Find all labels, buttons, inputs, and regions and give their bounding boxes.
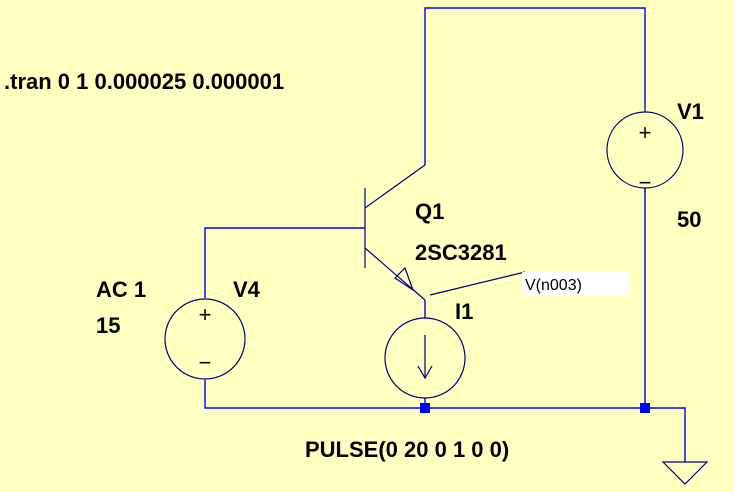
q1-model-label[interactable]: 2SC3281 <box>415 240 507 265</box>
spice-directive[interactable]: .tran 0 1 0.000025 0.000001 <box>4 69 284 94</box>
wire-v4-to-base[interactable] <box>204 227 365 298</box>
v4-name-label[interactable]: V4 <box>233 277 261 302</box>
i1-value-label[interactable]: PULSE(0 20 0 1 0 0) <box>305 437 509 462</box>
wires <box>204 7 686 462</box>
voltage-source-v1[interactable]: + − <box>606 108 684 195</box>
ground-icon[interactable] <box>661 461 709 485</box>
v4-plus-sign: + <box>199 302 212 327</box>
v1-name-label[interactable]: V1 <box>677 99 704 124</box>
current-arrow-icon <box>417 365 433 380</box>
net-label-text: V(n003) <box>525 277 582 294</box>
emitter-arrow-icon <box>394 266 415 292</box>
junction-dot-i1[interactable] <box>420 403 430 413</box>
voltage-source-v4[interactable]: + − <box>164 298 246 380</box>
v1-plus-sign: + <box>639 120 652 145</box>
junction-dot-v1[interactable] <box>640 403 650 413</box>
v1-value-label[interactable]: 50 <box>677 207 701 232</box>
wire-collector-to-v1[interactable] <box>424 7 646 165</box>
i1-name-label[interactable]: I1 <box>455 299 473 324</box>
transistor-q1[interactable] <box>364 164 426 301</box>
v4-value-line1-label[interactable]: AC 1 <box>96 277 146 302</box>
wire-ground-rail[interactable] <box>204 380 686 462</box>
net-label-flag[interactable]: V(n003) <box>429 271 630 296</box>
v1-minus-sign: − <box>639 170 652 195</box>
v4-value-line2-label[interactable]: 15 <box>96 313 120 338</box>
q1-name-label[interactable]: Q1 <box>415 199 444 224</box>
v4-minus-sign: − <box>199 350 212 375</box>
current-source-i1[interactable] <box>384 317 466 399</box>
